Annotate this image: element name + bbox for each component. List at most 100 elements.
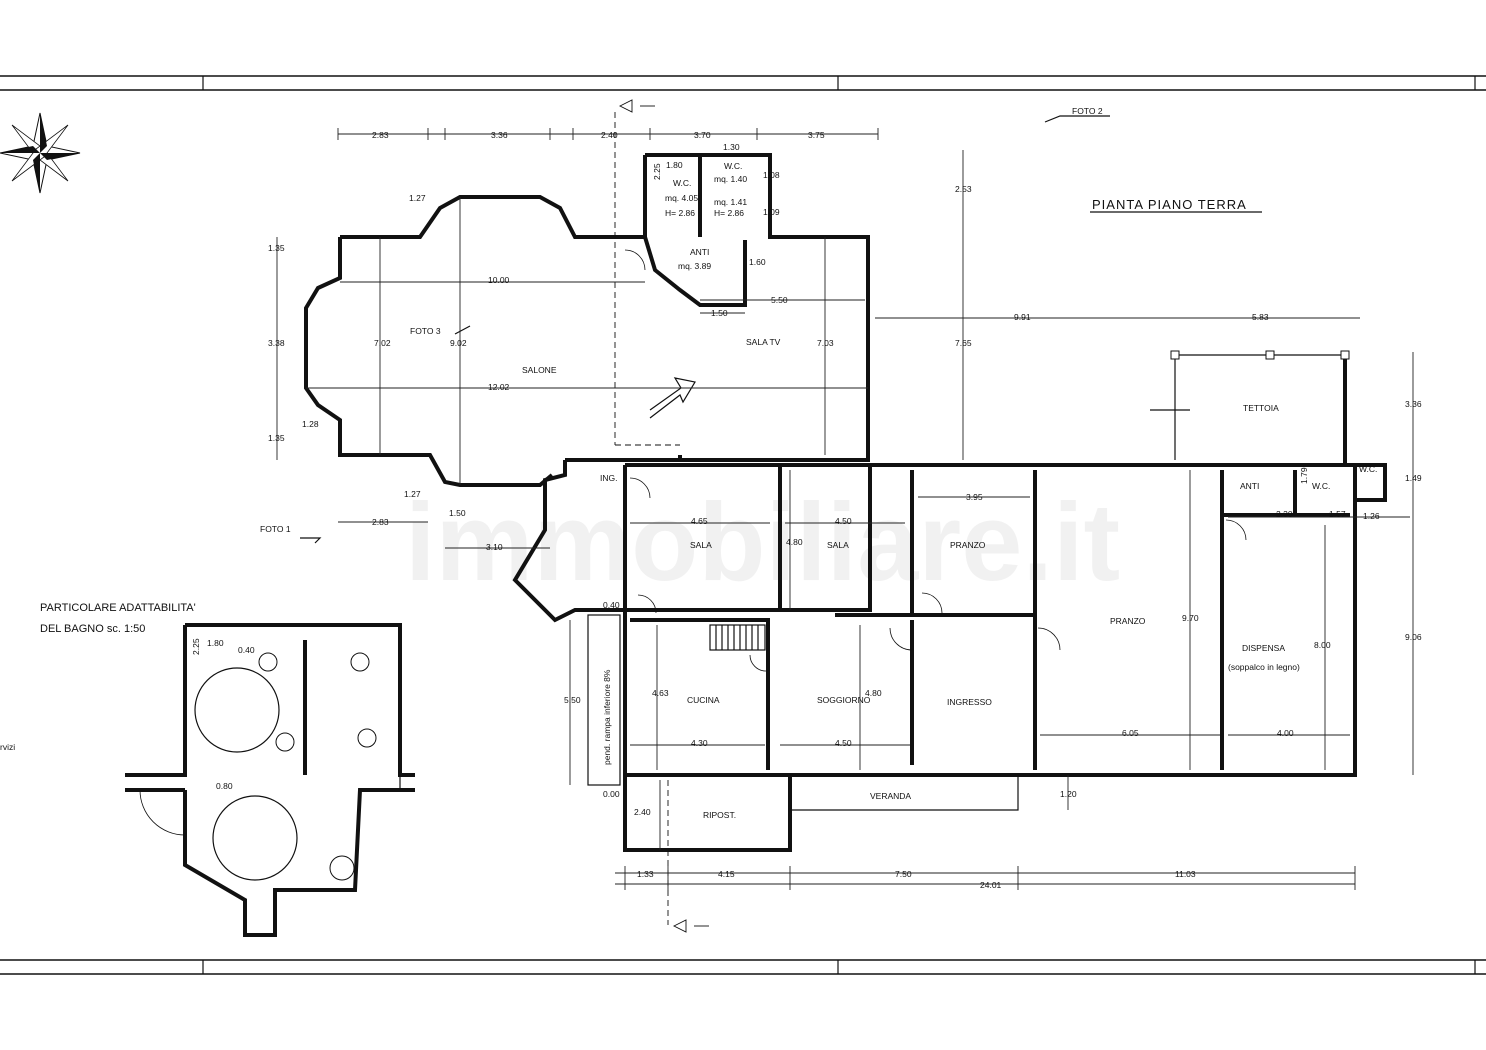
dim-text: 10.00: [488, 275, 510, 285]
dim-text: 1.33: [637, 869, 654, 879]
dim-text: 3.75: [808, 130, 825, 140]
room-wc-left-h: H= 2.86: [665, 208, 695, 218]
labels: PIANTA PIANO TERRA PARTICOLARE ADATTABIL…: [0, 106, 1377, 820]
dim-text: 0.40: [603, 600, 620, 610]
dim-text: 1.79: [1299, 467, 1309, 484]
room-soggiorno: SOGGIORNO: [817, 695, 871, 705]
photo-label-3: FOTO 3: [410, 326, 441, 336]
dim-text: 2.40: [634, 807, 651, 817]
room-wc-left: W.C.: [673, 178, 691, 188]
room-anti-top-area: mq. 3.89: [678, 261, 711, 271]
room-wc-right-h: H= 2.86: [714, 208, 744, 218]
dim-text: 3.36: [491, 130, 508, 140]
room-wc-r2: W.C.: [1359, 464, 1377, 474]
watermark: immobiliare.it: [405, 481, 1120, 604]
dim-text: 1.80: [207, 638, 224, 648]
lower-wing-walls: [512, 355, 1387, 852]
dimension-labels: 2.83 3.36 2.40 3.70 3.75 1.30 1.80 2.25 …: [191, 130, 1422, 890]
room-salone: SALONE: [522, 365, 557, 375]
dim-text: 2.83: [372, 517, 389, 527]
plan-title: PIANTA PIANO TERRA: [1092, 197, 1247, 212]
dim-text: 1.49: [1405, 473, 1422, 483]
room-sala-tv: SALA TV: [746, 337, 781, 347]
dim-text: 1.20: [1060, 789, 1077, 799]
dim-text: 4.80: [786, 537, 803, 547]
section-cut-line: [614, 99, 709, 933]
dim-text: 2.25: [652, 163, 662, 180]
dimension-lines: [276, 128, 1414, 890]
room-wc-r1: W.C.: [1312, 481, 1330, 491]
room-ingresso: INGRESSO: [947, 697, 992, 707]
room-wc-right: W.C.: [724, 161, 742, 171]
room-dispensa-note: (soppalco in legno): [1228, 662, 1300, 672]
dim-text: 12.02: [488, 382, 510, 392]
dim-text: 7.03: [817, 338, 834, 348]
dim-text: 5.50: [564, 695, 581, 705]
dim-text: 1.35: [268, 433, 285, 443]
dim-text: 9.02: [450, 338, 467, 348]
dim-text: 7.50: [895, 869, 912, 879]
dim-text: 1.28: [302, 419, 319, 429]
dim-text: 7.65: [955, 338, 972, 348]
dim-text: 0.40: [238, 645, 255, 655]
dim-text: 11.03: [1175, 869, 1196, 879]
dim-text: 0.80: [216, 781, 233, 791]
dim-text: 3.38: [268, 338, 285, 348]
dim-text: 4.63: [652, 688, 669, 698]
dim-text: 9.06: [1405, 632, 1422, 642]
dim-text: 9.91: [1014, 312, 1031, 322]
dim-text: 1.26: [1363, 511, 1380, 521]
room-servizi: rvizi: [0, 742, 15, 752]
detail-title-1: PARTICOLARE ADATTABILITA': [40, 602, 196, 614]
dim-text: 1.09: [763, 207, 780, 217]
dim-text: 4.00: [1277, 728, 1294, 738]
dim-text: 2.25: [191, 638, 201, 655]
dim-text: 4.50: [835, 738, 852, 748]
ramp-label: pend. rampa inferiore 8%: [602, 669, 612, 765]
dim-text: 4.80: [865, 688, 882, 698]
dim-text: 1.27: [409, 193, 426, 203]
dim-text: 1.50: [449, 508, 466, 518]
room-sala-2: SALA: [827, 540, 849, 550]
photo-markers: [300, 115, 1110, 544]
room-ing: ING.: [600, 473, 617, 483]
dim-text: 1.27: [404, 489, 421, 499]
dim-text: 2.40: [601, 130, 618, 140]
room-anti-top: ANTI: [690, 247, 709, 257]
room-pranzo-small: PRANZO: [950, 540, 986, 550]
dim-text: 4.65: [691, 516, 708, 526]
photo-label-2: FOTO 2: [1072, 106, 1103, 116]
dim-text: 0.00: [603, 789, 620, 799]
door-swings: [624, 249, 1247, 672]
room-anti-right: ANTI: [1240, 481, 1259, 491]
room-pranzo-big: PRANZO: [1110, 616, 1146, 626]
dim-text: 3.10: [486, 542, 503, 552]
dim-text: 2.53: [955, 184, 972, 194]
dim-text: 5.83: [1252, 312, 1269, 322]
dim-text: 1.08: [763, 170, 780, 180]
photo-label-1: FOTO 1: [260, 524, 291, 534]
dim-text: 3.70: [694, 130, 711, 140]
dim-text: 9.70: [1182, 613, 1199, 623]
room-ripost: RIPOST.: [703, 810, 736, 820]
room-dispensa: DISPENSA: [1242, 643, 1285, 653]
detail-title-2: DEL BAGNO sc. 1:50: [40, 623, 145, 635]
ramp: pend. rampa inferiore 8%: [587, 614, 621, 786]
dim-text: 1.35: [268, 243, 285, 253]
salone-walls: [304, 153, 870, 487]
room-veranda: VERANDA: [870, 791, 911, 801]
room-cucina: CUCINA: [687, 695, 720, 705]
bathroom-detail-walls: [125, 623, 415, 937]
entrance-arrow-icon: [649, 377, 696, 419]
dim-text: 4.50: [835, 516, 852, 526]
dim-text: 2.30: [1276, 509, 1293, 519]
dim-text: 7.02: [374, 338, 391, 348]
room-tettoia: TETTOIA: [1243, 403, 1279, 413]
room-wc-right-area2: mq. 1.41: [714, 197, 747, 207]
dim-text: 3.95: [966, 492, 983, 502]
dim-text: 4.30: [691, 738, 708, 748]
dim-text: 1.80: [666, 160, 683, 170]
tettoia-outline: [1150, 350, 1350, 460]
dim-text: 1.60: [749, 257, 766, 267]
sheet-frame: [0, 75, 1486, 975]
